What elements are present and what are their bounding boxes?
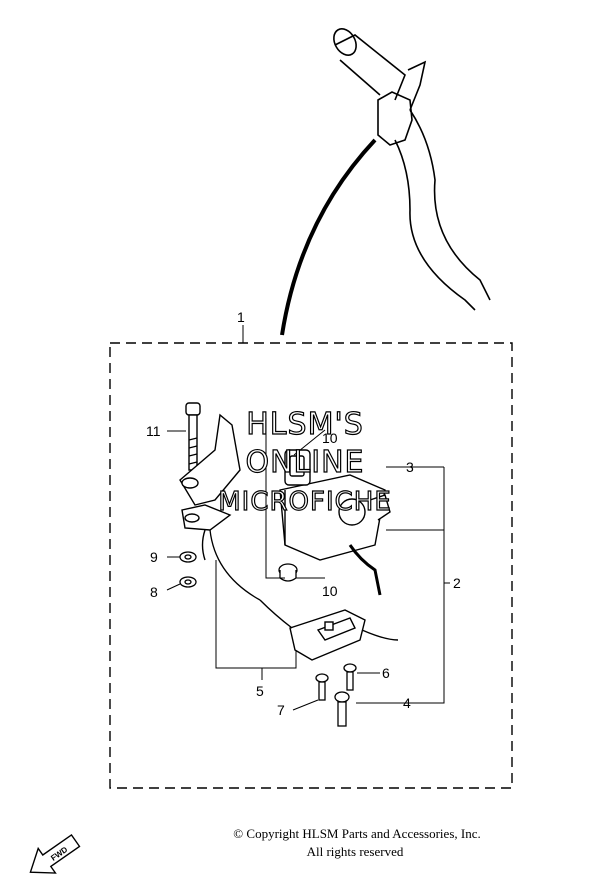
- watermark-line1: HLSM'S: [246, 407, 364, 442]
- switch-housing: [279, 449, 391, 596]
- lower-switch-cover: [259, 599, 399, 661]
- callout-9: 9: [150, 549, 158, 565]
- bolt-11: [185, 402, 201, 471]
- callout-11: 11: [146, 423, 161, 439]
- leader-lines: [166, 418, 450, 711]
- callout-1: 1: [237, 309, 245, 325]
- callout-10-top: 10: [322, 430, 338, 446]
- callout-3: 3: [406, 459, 414, 475]
- callout-6: 6: [382, 665, 390, 681]
- copyright-line1: © Copyright HLSM Parts and Accessories, …: [233, 826, 481, 841]
- mounting-bracket: [179, 413, 241, 561]
- lower-cable: [209, 529, 261, 601]
- callout-7: 7: [277, 702, 285, 718]
- watermark-line3: MICROFICHE: [218, 487, 392, 517]
- throttle-cable: [280, 138, 377, 336]
- callout-8: 8: [150, 584, 158, 600]
- copyright-line2: All rights reserved: [306, 844, 404, 859]
- watermark-line2: ONLINE: [245, 445, 364, 480]
- screw-7: [315, 673, 329, 701]
- screw-4: [334, 691, 350, 727]
- callout-4: 4: [403, 695, 411, 711]
- screw-6: [343, 663, 357, 691]
- lockwasher-8: [179, 576, 197, 588]
- callout-5: 5: [256, 683, 264, 699]
- assembly-boundary: [109, 342, 513, 789]
- callout-2: 2: [453, 575, 461, 591]
- handlebar: [333, 28, 491, 311]
- callout-10-bottom: 10: [322, 583, 338, 599]
- washer-9: [179, 551, 197, 563]
